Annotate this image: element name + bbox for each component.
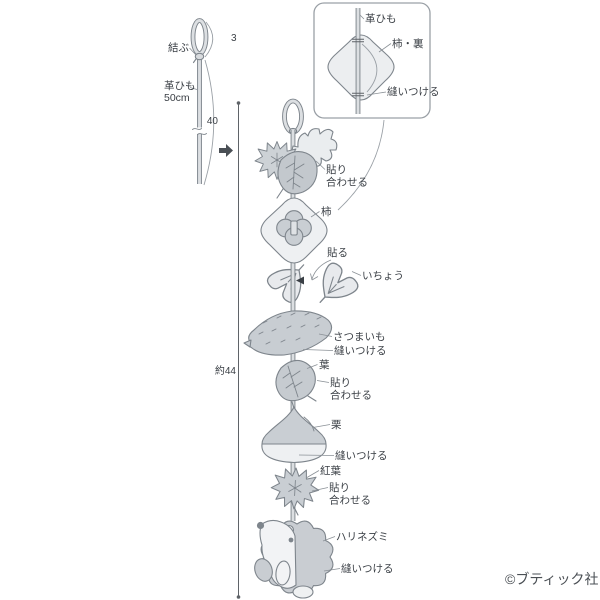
glue-together-2-pointer <box>316 380 330 383</box>
leaf-pointer <box>306 364 318 369</box>
persimmon-label: 柿 <box>321 205 332 218</box>
glue-label: 貼る <box>327 246 348 259</box>
glue-together-3-label-line2: 合わせる <box>329 494 371 507</box>
sweet-potato-texture <box>258 312 322 345</box>
inset-cord-pointer <box>359 14 365 20</box>
leaf-cluster <box>254 128 338 199</box>
chestnut-label: 栗 <box>331 419 342 431</box>
inset-fold-line <box>361 43 378 93</box>
copyright-text: ©ブティック社 <box>505 571 598 587</box>
tie-label: 結ぶ <box>168 41 189 54</box>
ginkgo-leaf-detached <box>305 259 362 316</box>
cord-pointer <box>189 87 198 90</box>
hedgehog-nose <box>256 521 265 530</box>
chestnut-shine <box>303 416 315 432</box>
hedgehog-pointer <box>322 536 336 542</box>
inset-cord-label: 革ひも <box>365 12 397 25</box>
inset-piece-label: 柿・裏 <box>392 37 424 50</box>
inset-piece-pointer <box>378 43 392 53</box>
hedgehog-paw <box>254 558 273 582</box>
front-leaf-veins <box>285 155 305 190</box>
inset-sew-pointer <box>366 91 387 96</box>
sew-3-label: 縫いつける <box>341 562 394 575</box>
persimmon-piece <box>260 197 328 264</box>
placement-arrow-icon <box>296 276 304 285</box>
leaf-piece <box>275 359 317 402</box>
knot-end <box>192 58 197 64</box>
sew-2-pointer <box>298 454 335 456</box>
sweet-potato-body <box>248 310 333 356</box>
glue-together-1-pointer <box>315 160 326 170</box>
dimension-dot-top <box>236 101 241 105</box>
cord-break-marks <box>192 128 207 135</box>
loop-measure-arc <box>204 21 214 58</box>
sew-2-label: 縫いつける <box>335 449 388 462</box>
sweet-potato-label: さつまいも <box>333 331 386 343</box>
leaf-label: 葉 <box>319 358 330 371</box>
glue-together-3-label-line1: 貼り <box>329 481 350 494</box>
inset-stitches <box>352 38 364 97</box>
right-arrow-icon <box>219 144 233 157</box>
dimension-dot-bottom <box>236 595 241 599</box>
hedgehog-eye <box>288 537 294 543</box>
sew-3-pointer <box>323 568 341 572</box>
chestnut-bottom <box>261 443 327 464</box>
persimmon-stem <box>290 220 298 236</box>
cord-knot <box>194 52 205 61</box>
inset-persimmon-back <box>327 34 395 101</box>
ginkgo-pointer <box>351 271 362 276</box>
sweet-potato-tip <box>243 339 252 348</box>
inset-sew-label: 縫いつける <box>387 85 440 98</box>
sew-1-label: 縫いつける <box>334 344 387 357</box>
cord-length-label: 50cm <box>164 92 190 104</box>
glue-arrow-curve <box>311 259 332 280</box>
leaf-stem <box>307 395 317 402</box>
chestnut-point <box>291 401 295 409</box>
chestnut-top <box>261 406 327 445</box>
hedgehog-piece <box>254 519 334 599</box>
cord-preparation-diagram: 結ぶ 革ひも 50cm 3 40 <box>164 18 237 186</box>
ginkgo-label: いちょう <box>362 270 404 282</box>
leaf-veins <box>282 365 303 398</box>
chestnut-pointer <box>312 424 331 428</box>
autumn-maple-label: 紅葉 <box>320 464 341 477</box>
cord-measure-label: 40 <box>207 116 219 127</box>
front-leaf-stem <box>276 188 284 199</box>
autumn-maple-piece <box>269 466 321 516</box>
glue-together-1-label-line2: 合わせる <box>326 176 368 189</box>
sweet-potato-piece <box>243 310 333 356</box>
detail-inset: 革ひも 柿・裏 縫いつける <box>313 2 440 211</box>
chain-loop-inner <box>283 99 303 134</box>
leather-cord-label: 革ひも <box>164 79 196 92</box>
total-height-label: 約44 <box>215 364 237 377</box>
glue-together-1-label-line1: 貼り <box>326 163 347 176</box>
glue-together-3-pointer <box>311 487 329 492</box>
persimmon-pointer <box>310 211 320 218</box>
hanging-chain: 貼り 合わせる 柿 貼る いちょう さつまい <box>243 98 404 599</box>
glue-arrow-head <box>310 273 319 281</box>
hedgehog-label: ハリネズミ <box>336 530 389 543</box>
front-leaf <box>277 151 318 195</box>
hedgehog-leg <box>275 560 291 586</box>
inset-callout-curve <box>337 119 385 211</box>
sew-1-pointer <box>302 349 334 351</box>
chestnut-piece <box>261 401 327 464</box>
autumn-maple-pointer <box>306 470 320 478</box>
tie-pointer <box>189 47 197 56</box>
dimension-line: 約44 <box>215 101 241 599</box>
autumn-maple-stem <box>294 508 299 516</box>
hedgehog-foot <box>292 585 314 599</box>
cord-measure-arc <box>203 59 215 186</box>
sweet-potato-pointer <box>318 333 333 337</box>
glue-together-2-label-line1: 貼り <box>330 376 351 389</box>
leaf-body <box>275 359 316 402</box>
glue-together-2-label-line2: 合わせる <box>330 389 372 402</box>
loop-measure-label: 3 <box>231 33 237 44</box>
cord-break-gap <box>193 127 206 134</box>
